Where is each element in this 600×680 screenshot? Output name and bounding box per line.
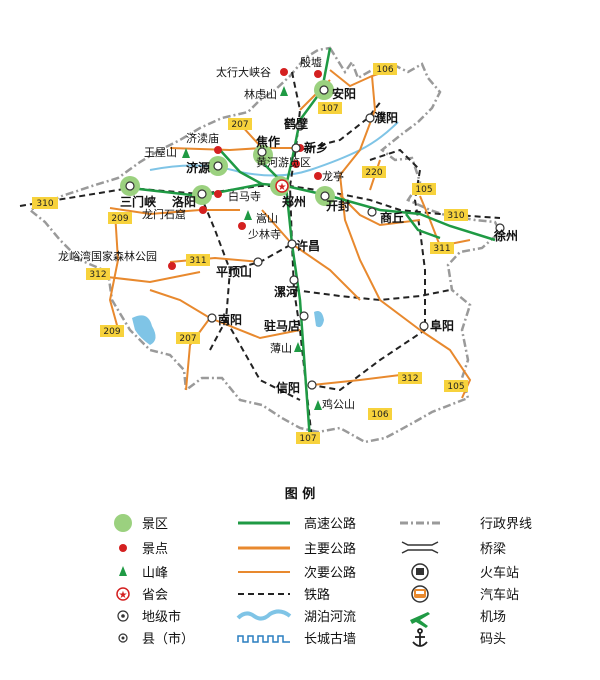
peaks	[182, 86, 322, 410]
site-baima: 白马寺	[228, 189, 261, 203]
svg-text:312: 312	[89, 270, 106, 280]
svg-text:310: 310	[447, 211, 464, 221]
legend-water-icon	[236, 609, 292, 621]
svg-text:310: 310	[36, 199, 53, 209]
site-longyuwan: 龙峪湾国家森林公园	[58, 249, 157, 263]
lake-xinyang	[314, 311, 324, 328]
svg-text:主要公路: 主要公路	[304, 541, 356, 557]
legend-dock-icon	[412, 628, 428, 647]
svg-text:★: ★	[278, 182, 287, 193]
legend-airport-icon	[410, 612, 430, 628]
city-hebi: 鹤壁	[284, 116, 308, 131]
city-xinyang: 信阳	[276, 380, 300, 395]
svg-text:次要公路: 次要公路	[304, 565, 356, 581]
svg-text:★: ★	[119, 590, 128, 601]
svg-text:312: 312	[401, 374, 418, 384]
legend-train-station-icon	[411, 563, 429, 581]
site-linlv: 林虑山	[244, 87, 277, 101]
svg-text:220: 220	[365, 168, 382, 178]
svg-text:209: 209	[111, 214, 128, 224]
lake-danjiangkou	[132, 315, 156, 345]
svg-text:207: 207	[231, 120, 248, 130]
svg-text:207: 207	[179, 334, 196, 344]
city-luohe: 漯河	[274, 284, 298, 299]
site-shaolin: 少林寺	[248, 227, 281, 241]
site-jigong: 鸡公山	[322, 397, 355, 411]
legend-col-2: 高速公路 主要公路 次要公路 铁路 湖泊河流 长城古墙	[236, 516, 356, 647]
city-puyang: 濮阳	[374, 110, 398, 125]
admin-border	[27, 46, 502, 444]
legend-scenic-area-icon	[114, 514, 132, 532]
site-yellow-river: 黄河游览区	[256, 155, 311, 169]
svg-text:107: 107	[321, 104, 338, 114]
city-xuzhou: 徐州	[493, 228, 518, 243]
city-labels: 安阳 鹤壁 濮阳 焦作 新乡 济源 三门峡 洛阳 郑州 开封 商丘 徐州 许昌 …	[120, 86, 518, 395]
city-xinxiang: 新乡	[304, 140, 328, 155]
legend-bridge-icon	[401, 541, 439, 554]
svg-text:行政界线: 行政界线	[480, 517, 532, 532]
river-yellow	[149, 121, 399, 177]
svg-text:桥梁: 桥梁	[480, 542, 506, 557]
city-fuyang: 阜阳	[430, 318, 454, 333]
legend-scenic-spot-icon	[119, 544, 127, 552]
svg-text:湖泊河流: 湖泊河流	[304, 610, 356, 625]
svg-text:省会: 省会	[142, 588, 168, 603]
svg-text:火车站: 火车站	[480, 565, 519, 581]
svg-text:311: 311	[189, 256, 206, 266]
legend-peak-icon	[119, 566, 127, 576]
svg-text:县（市）: 县（市）	[142, 631, 194, 647]
site-wangwu: 王屋山	[144, 146, 177, 159]
svg-text:长城古墙: 长城古墙	[304, 632, 356, 647]
svg-text:景区: 景区	[142, 517, 168, 532]
legend-prefecture-icon	[117, 610, 129, 622]
svg-text:106: 106	[376, 65, 393, 75]
svg-text:209: 209	[103, 327, 120, 337]
city-zhumadian: 驻马店	[264, 318, 300, 333]
svg-text:山峰: 山峰	[142, 566, 168, 581]
city-nanyang: 南阳	[218, 312, 242, 327]
site-yinxu: 殷墟	[300, 56, 322, 69]
svg-text:107: 107	[299, 434, 316, 444]
city-jiyuan: 济源	[186, 160, 210, 175]
svg-text:311: 311	[433, 244, 450, 254]
legend-col-3: 行政界线 桥梁 火车站 汽车站 机场 码头	[400, 517, 532, 647]
site-longmen: 龙门石窟	[142, 207, 186, 221]
legend-great-wall-icon	[237, 635, 290, 643]
city-sanmenxia: 三门峡	[120, 194, 156, 209]
city-jiaozuo: 焦作	[255, 134, 280, 149]
legend-capital-icon: ★	[116, 587, 130, 601]
city-xuchang: 许昌	[296, 238, 320, 253]
city-luoyang: 洛阳	[172, 194, 196, 209]
svg-text:汽车站: 汽车站	[480, 587, 519, 603]
legend-county-icon	[118, 633, 128, 643]
svg-text:地级市: 地级市	[142, 609, 181, 625]
city-zhengzhou: 郑州	[282, 194, 306, 209]
site-labels: 太行大峡谷 殷墟 林虑山 济渎庙 王屋山 黄河游览区 龙亭 白马寺 龙门石窟 嵩…	[58, 56, 355, 411]
svg-text:景点: 景点	[142, 542, 168, 557]
city-pingdingshan: 平顶山	[216, 264, 252, 279]
city-anyang: 安阳	[332, 86, 356, 101]
svg-text:105: 105	[415, 185, 432, 195]
svg-text:铁路: 铁路	[304, 587, 330, 603]
road-shields: 310 106 107 207 220 105 310 209 311 311 …	[32, 63, 468, 444]
site-songshan: 嵩山	[256, 212, 278, 225]
site-jidumiao: 济渎庙	[186, 131, 219, 145]
site-tongbai: 薄山	[270, 341, 292, 355]
prefecture-markers	[125, 85, 505, 390]
legend-col-1: 景区 景点 山峰 ★ 省会 地级市 县（市）	[114, 514, 194, 647]
svg-text:高速公路: 高速公路	[304, 516, 356, 532]
city-shangqiu: 商丘	[380, 210, 404, 225]
svg-text:106: 106	[371, 410, 388, 420]
legend-title: 图 例	[285, 486, 316, 502]
svg-text:机场: 机场	[480, 610, 506, 625]
capital-zhengzhou: ★	[275, 179, 289, 193]
site-taihang: 太行大峡谷	[216, 65, 271, 79]
svg-text:码头: 码头	[480, 632, 506, 647]
site-longting: 龙亭	[322, 169, 344, 183]
city-kaifeng: 开封	[326, 198, 350, 213]
svg-text:105: 105	[447, 382, 464, 392]
legend-bus-station-icon	[411, 585, 429, 603]
